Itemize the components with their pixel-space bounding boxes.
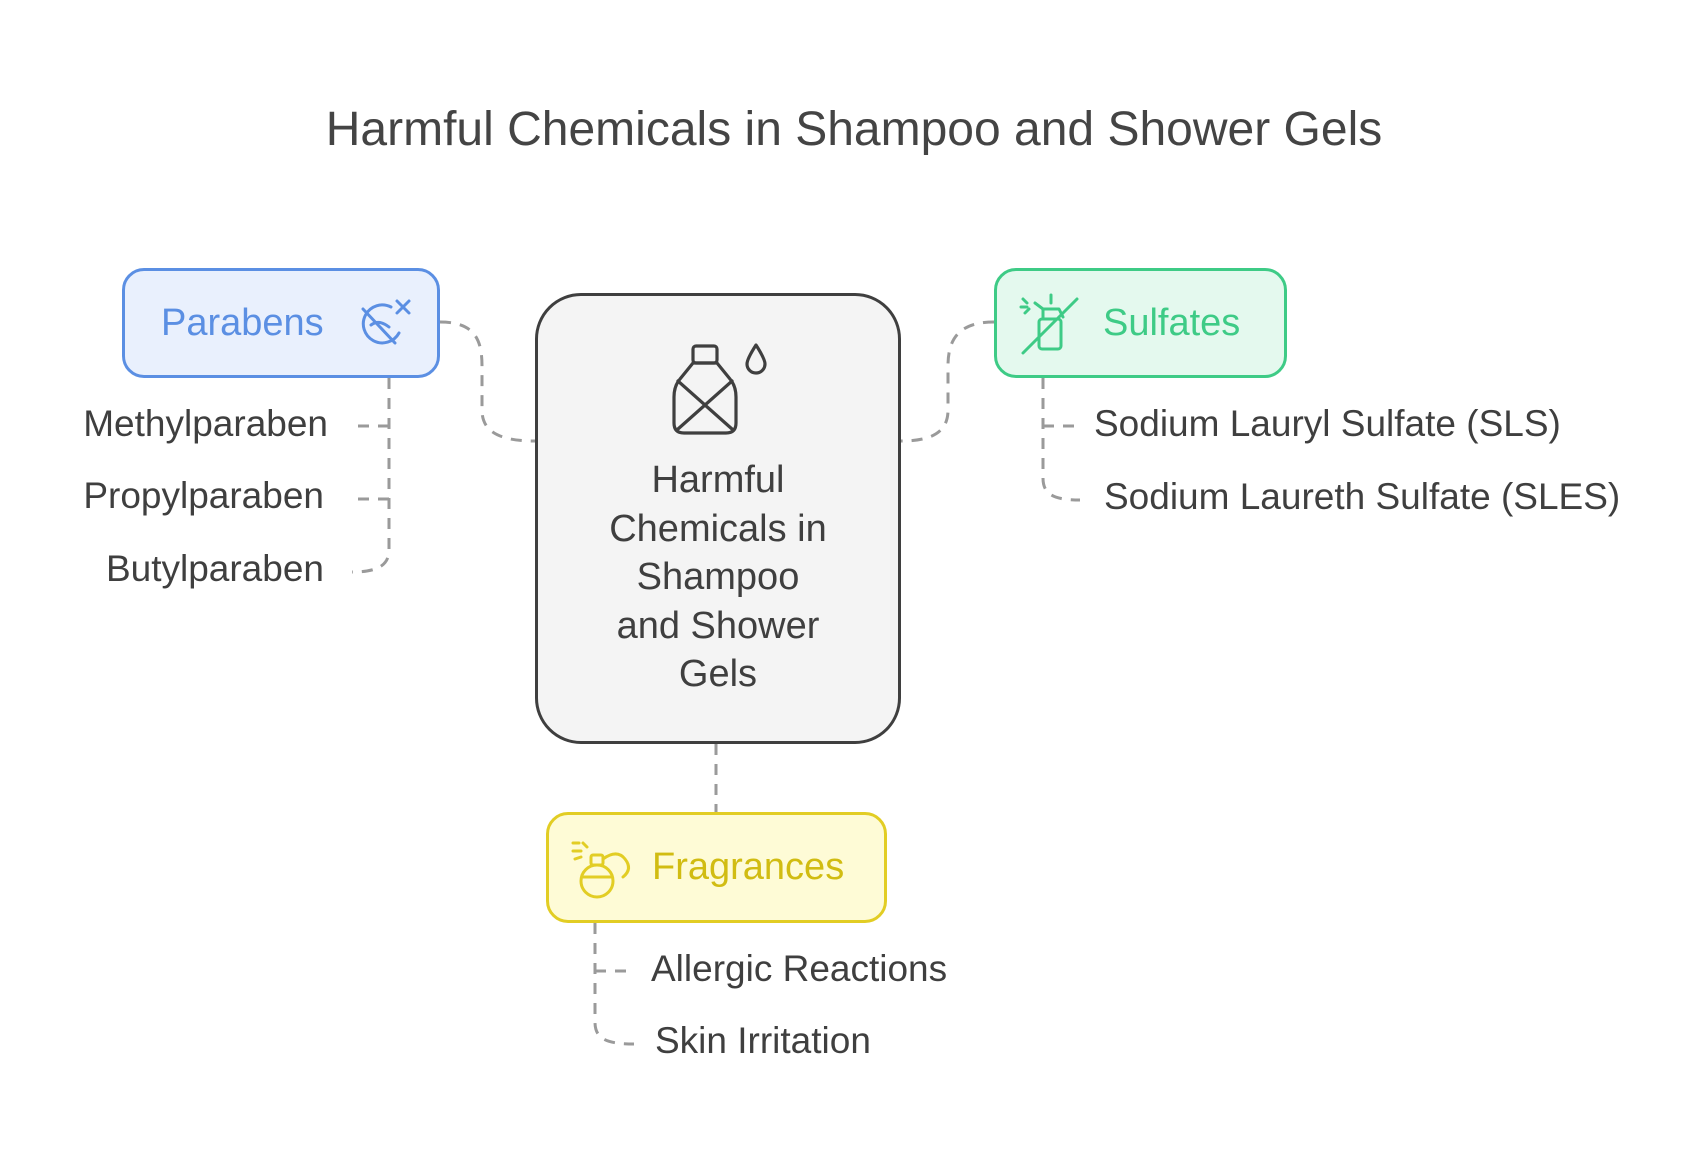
parabens-node: Parabens — [122, 268, 440, 378]
crossed-out-spray-bottle-icon — [1019, 293, 1079, 355]
parabens-label: Parabens — [161, 302, 324, 344]
connector-center-parabens — [439, 320, 536, 443]
leaf-sls: Sodium Lauryl Sulfate (SLS) — [1094, 403, 1561, 444]
shampoo-bottle-icon — [672, 343, 767, 435]
diagram-title: Harmful Chemicals in Shampoo and Shower … — [325, 103, 1383, 156]
center-label-line: Chemicals in — [609, 507, 827, 550]
center-label-line: Gels — [678, 653, 758, 695]
leaf-sles: Sodium Laureth Sulfate (SLES) — [1104, 476, 1621, 517]
connector-parabens-items — [351, 378, 391, 574]
connector-sulfates-items — [1041, 378, 1081, 502]
center-node: Harmful Chemicals in Shampoo and Shower … — [535, 293, 901, 744]
leaf-allergic-reactions: Allergic Reactions — [651, 948, 948, 989]
leaf-propylparaben: Propylparaben — [83, 475, 324, 516]
center-label-line: and Shower — [616, 604, 820, 647]
perfume-atomizer-icon — [571, 841, 630, 899]
fragrances-label: Fragrances — [652, 846, 845, 888]
fragrances-node: Fragrances — [546, 812, 887, 923]
center-label-line: Harmful — [651, 459, 785, 501]
sulfates-label: Sulfates — [1103, 302, 1241, 344]
center-label-line: Shampoo — [636, 556, 800, 598]
crossed-out-circle-icon — [361, 299, 411, 345]
sulfates-node: Sulfates — [994, 268, 1287, 378]
leaf-methylparaben: Methylparaben — [83, 403, 328, 444]
center-node-label: Harmful Chemicals in Shampoo and Shower … — [538, 456, 898, 699]
leaf-butylparaben: Butylparaben — [105, 548, 324, 589]
leaf-skin-irritation: Skin Irritation — [655, 1020, 871, 1061]
connector-center-sulfates — [900, 320, 995, 443]
connector-fragrances-items — [593, 923, 635, 1046]
